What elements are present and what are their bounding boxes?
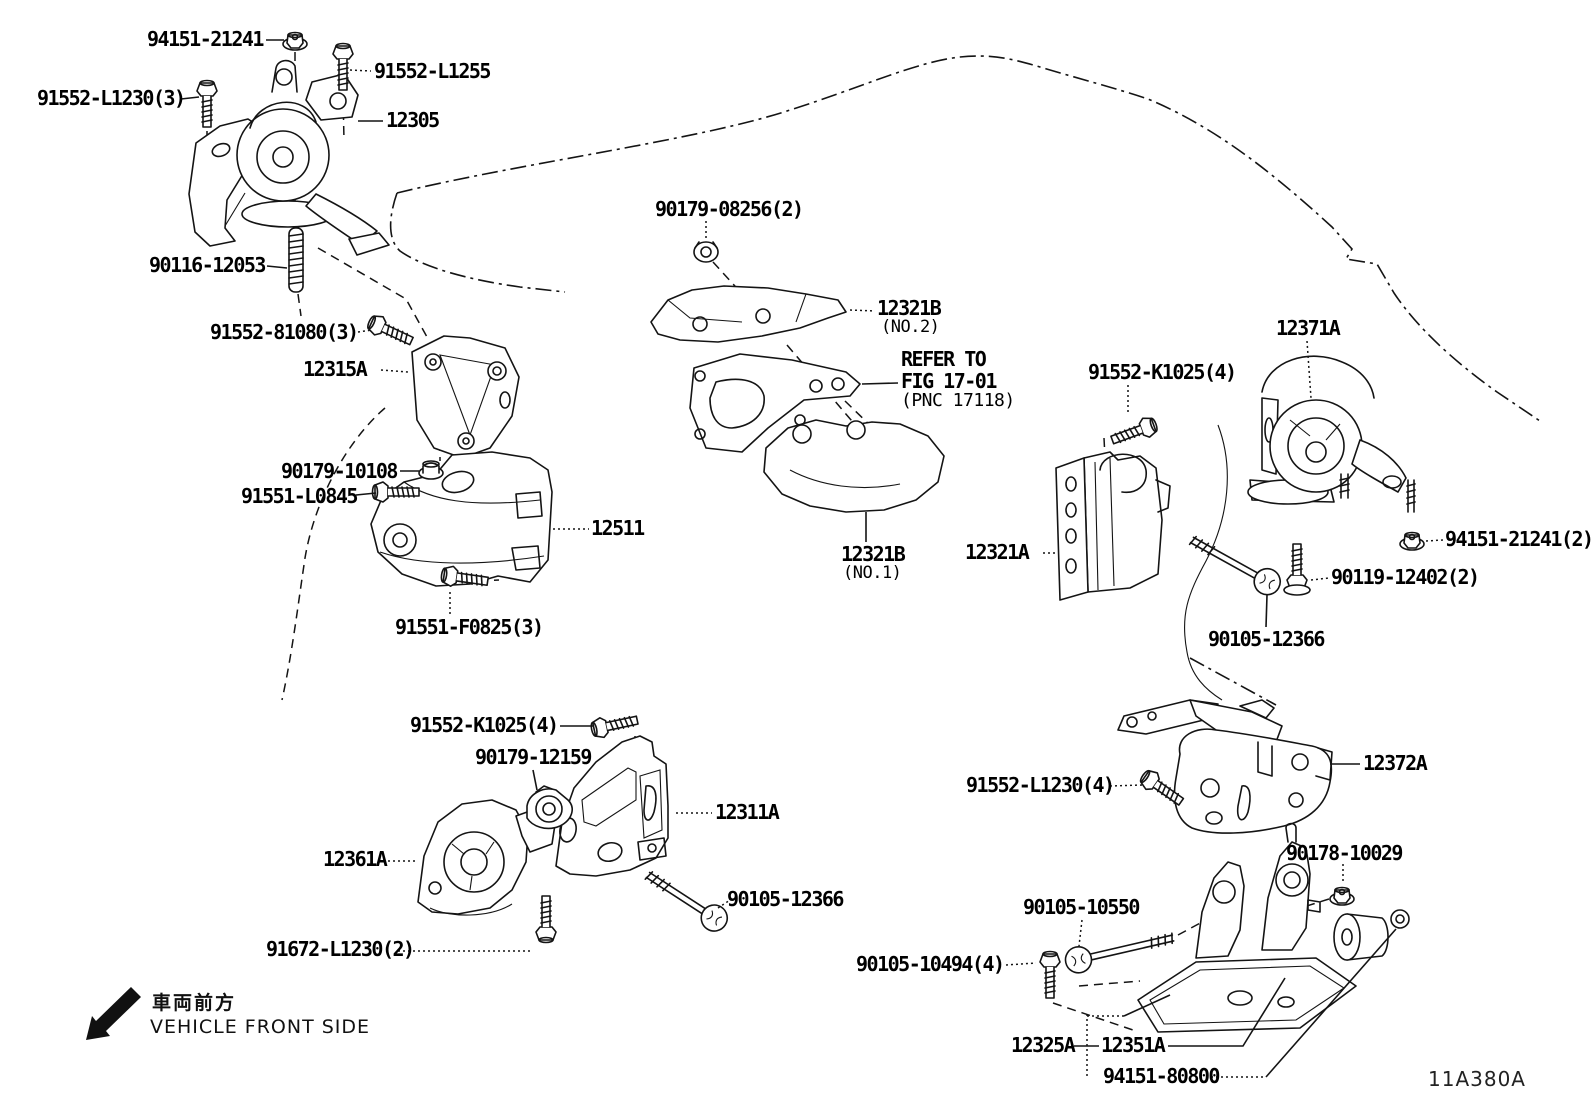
label-90105-12366-bottom: 90105-12366	[727, 887, 844, 911]
label-94151-21241: 94151-21241	[147, 27, 264, 51]
leader-lines	[180, 39, 1444, 1078]
label-12325a: 12325A	[1011, 1033, 1076, 1057]
label-94151-80800: 94151-80800	[1103, 1064, 1220, 1088]
fasteners	[196, 31, 1425, 999]
label-12371a: 12371A	[1276, 316, 1341, 340]
vehicle-front-label-jp: 車両前方	[152, 992, 237, 1014]
label-90179-12159: 90179-12159	[475, 745, 592, 769]
label-90105-10494-4: 90105-10494(4)	[856, 952, 1005, 976]
label-91552-k1025-4-right: 91552-K1025(4)	[1088, 360, 1237, 384]
label-90119-12402-2: 90119-12402(2)	[1331, 565, 1480, 589]
label-12321b-no2: 12321B	[877, 296, 942, 320]
part-12321a-drawing	[1055, 451, 1171, 601]
label-90179-10108: 90179-10108	[281, 459, 398, 483]
label-91672-l1230-2: 91672-L1230(2)	[266, 937, 415, 961]
label-12305: 12305	[386, 108, 440, 132]
refer-note-line3: (PNC 17118)	[901, 390, 1015, 411]
label-12321b-no2-sub: (NO.2)	[881, 317, 940, 337]
label-91552-l1230-4: 91552-L1230(4)	[966, 773, 1115, 797]
label-12372a: 12372A	[1363, 751, 1428, 775]
label-12321b-no1-sub: (NO.1)	[843, 563, 902, 583]
part-12305-drawing	[188, 59, 390, 256]
label-94151-21241-2: 94151-21241(2)	[1445, 527, 1592, 551]
part-12311a-drawing	[555, 735, 669, 877]
label-90179-08256-2: 90179-08256(2)	[655, 197, 804, 221]
refer-note-line1: REFER TO	[901, 347, 987, 371]
label-90105-12366-right: 90105-12366	[1208, 627, 1325, 651]
label-12321a: 12321A	[965, 540, 1030, 564]
label-91552-l1230-3: 91552-L1230(3)	[37, 86, 186, 110]
label-12315a: 12315A	[303, 357, 368, 381]
engine-outline	[281, 55, 1541, 706]
label-91552-81080-3: 91552-81080(3)	[210, 320, 359, 344]
label-90105-10550: 90105-10550	[1023, 895, 1140, 919]
part-12325a-drawing	[1333, 909, 1410, 961]
part-90179-12159-drawing	[526, 785, 573, 830]
label-12511: 12511	[591, 516, 645, 540]
vehicle-front-arrow-icon	[86, 987, 141, 1040]
vehicle-front-label-en: VEHICLE FRONT SIDE	[150, 1016, 371, 1038]
label-12351a: 12351A	[1101, 1033, 1166, 1057]
part-12315a-drawing	[411, 335, 520, 459]
label-91551-f0825-3: 91551-F0825(3)	[395, 615, 544, 639]
label-90178-10029: 90178-10029	[1286, 841, 1403, 865]
label-90116-12053: 90116-12053	[149, 253, 266, 277]
part-12321b-no1-drawing	[763, 419, 945, 513]
part-12372a-drawing	[1117, 699, 1333, 834]
label-12361a: 12361A	[323, 847, 388, 871]
label-91552-l1255: 91552-L1255	[374, 59, 491, 83]
part-12351a-drawing	[1137, 822, 1357, 1033]
part-17118-bracket-drawing	[689, 353, 861, 453]
label-12311a: 12311A	[715, 800, 780, 824]
part-12511-drawing	[370, 451, 553, 587]
label-12321b-no1: 12321B	[841, 542, 906, 566]
part-12321b-no2-drawing	[650, 285, 847, 343]
label-91552-k1025-4-lower: 91552-K1025(4)	[410, 713, 559, 737]
part-12371a-drawing	[1247, 355, 1416, 513]
figure-code: 11A380A	[1428, 1067, 1526, 1091]
refer-note-line2: FIG 17-01	[901, 369, 997, 393]
label-91551-l0845: 91551-L0845	[241, 484, 358, 508]
